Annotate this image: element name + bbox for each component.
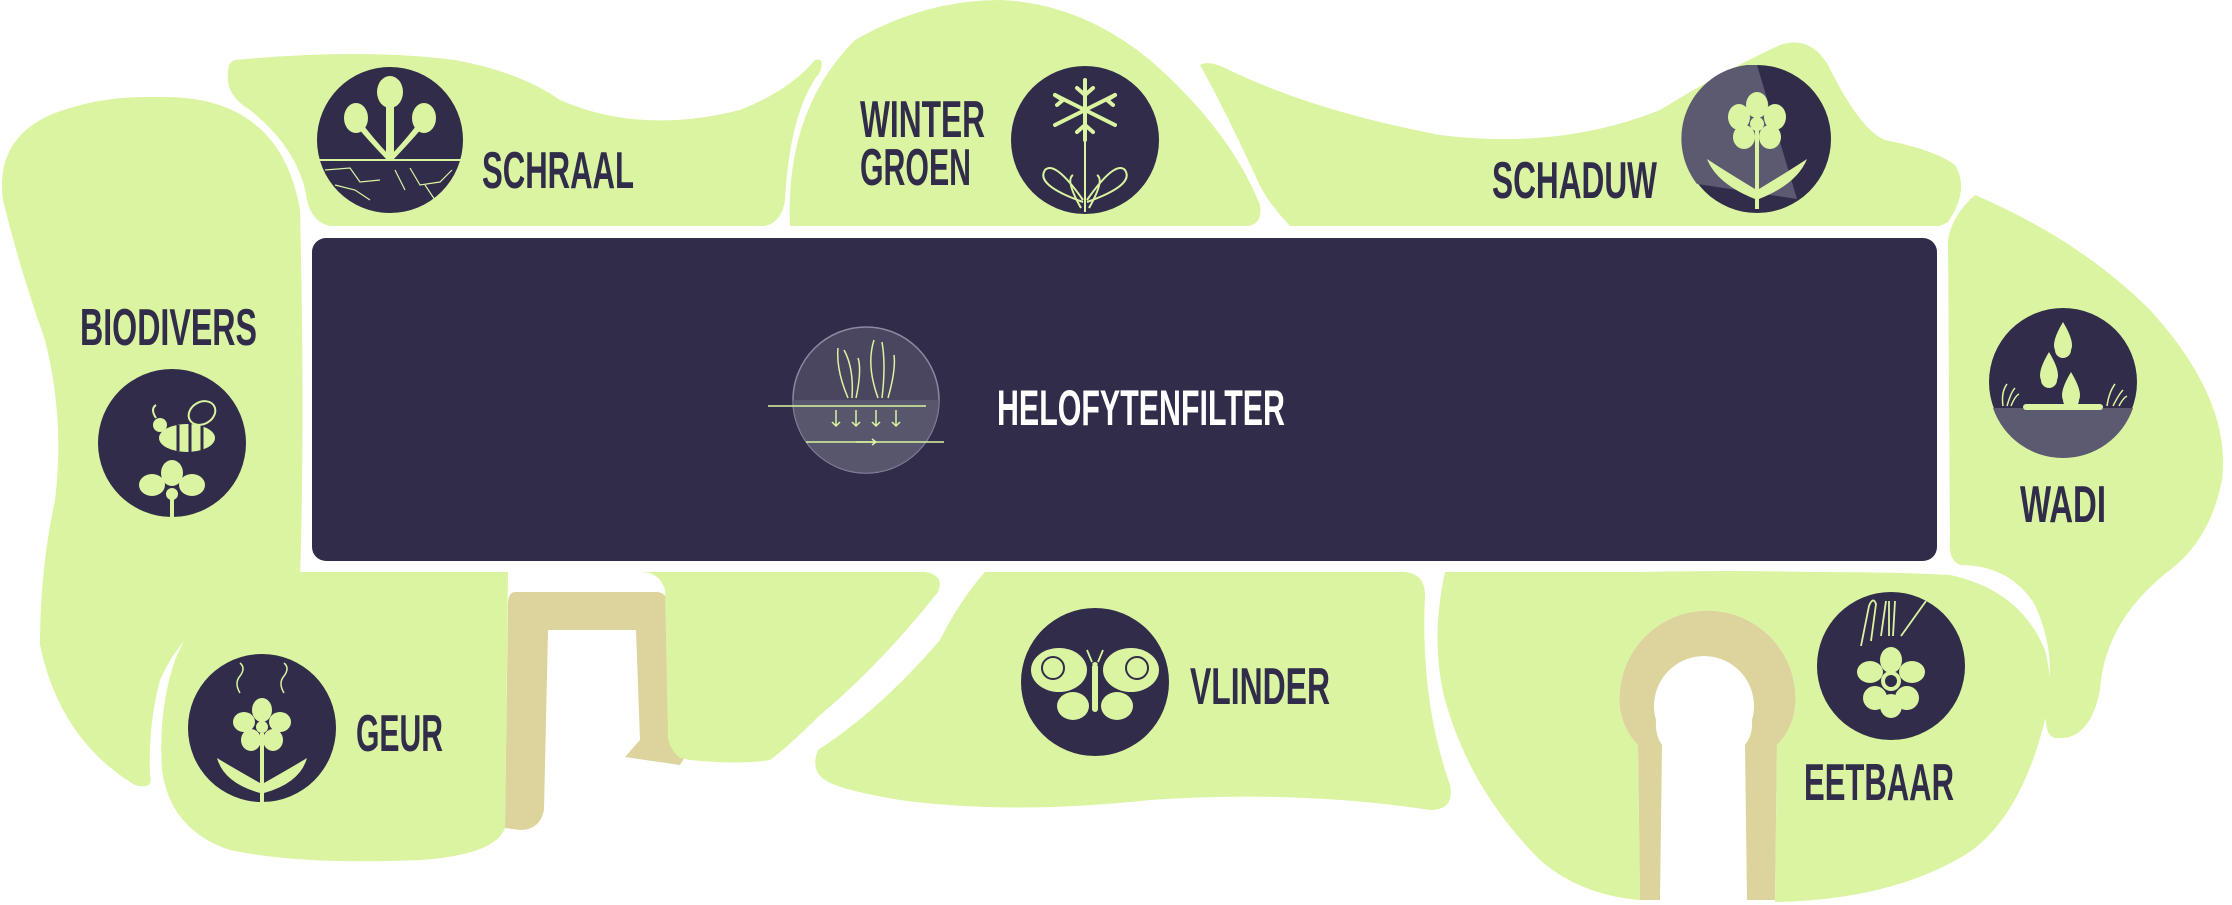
schaduw-label: SCHADUW xyxy=(1492,152,1658,210)
butterfly-icon xyxy=(1021,608,1169,756)
bee-flower-icon xyxy=(98,369,246,517)
edible-flower-icon xyxy=(1817,592,1965,740)
wintergroen-label-line2: GROEN xyxy=(860,139,971,197)
sand-path-left xyxy=(505,592,690,830)
wadi-label: WADI xyxy=(2020,476,2106,534)
zone-geur-east xyxy=(555,572,940,763)
water-filter-reed-icon xyxy=(768,326,944,474)
zone-schraal xyxy=(227,54,822,226)
eetbaar-label: EETBAAR xyxy=(1804,754,1954,812)
plant-dry-soil-icon xyxy=(317,67,463,213)
snowflake-plant-icon xyxy=(1011,66,1159,214)
scented-flower-icon xyxy=(188,654,336,802)
biodivers-label: BIODIVERS xyxy=(80,299,257,357)
geur-label: GEUR xyxy=(356,705,443,763)
sand-path-right xyxy=(1619,610,1796,900)
shade-flower-icon xyxy=(1681,65,1831,213)
water-drops-icon xyxy=(1989,308,2137,458)
schraal-label: SCHRAAL xyxy=(482,142,634,200)
sand-paths xyxy=(505,592,1796,900)
helofytenfilter-label: HELOFYTENFILTER xyxy=(997,380,1285,436)
helofytenfilter-bed xyxy=(312,238,1937,561)
vlinder-label: VLINDER xyxy=(1190,658,1330,716)
wintergroen-label-line1: WINTER xyxy=(860,91,985,149)
